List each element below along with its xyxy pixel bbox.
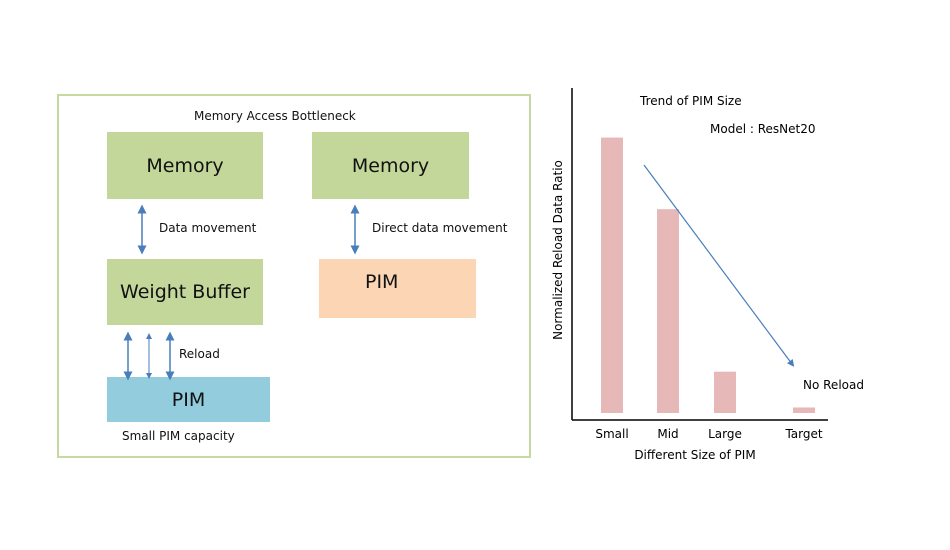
memory-box-right: Memory <box>312 132 469 199</box>
small-pim-caption: Small PIM capacity <box>122 429 235 443</box>
x-tick-label: Small <box>595 427 628 441</box>
x-tick-label: Target <box>784 427 822 441</box>
bar-target <box>793 407 815 413</box>
x-axis-label: Different Size of PIM <box>634 448 755 462</box>
x-tick-label: Large <box>708 427 742 441</box>
bar-mid <box>657 209 679 413</box>
diagram-frame <box>57 94 531 458</box>
reload-label: Reload <box>179 347 220 361</box>
memory-box-left: Memory <box>107 132 263 199</box>
bar-small <box>601 137 623 413</box>
chart-title: Trend of PIM Size <box>639 94 742 108</box>
weight-buffer-box: Weight Buffer <box>107 259 263 325</box>
diagram-title: Memory Access Bottleneck <box>194 109 356 123</box>
chart-subtitle: Model : ResNet20 <box>710 122 815 136</box>
direct-data-movement-label: Direct data movement <box>372 221 508 235</box>
x-tick-label: Mid <box>657 427 678 441</box>
y-axis-label: Normalized Reload Data Ratio <box>551 160 565 340</box>
no-reload-annotation: No Reload <box>803 378 864 392</box>
small-pim-box: PIM <box>107 377 270 422</box>
data-movement-label: Data movement <box>159 221 257 235</box>
trend-arrow <box>643 164 795 367</box>
pim-box: PIM <box>319 259 476 318</box>
bar-large <box>714 371 736 413</box>
